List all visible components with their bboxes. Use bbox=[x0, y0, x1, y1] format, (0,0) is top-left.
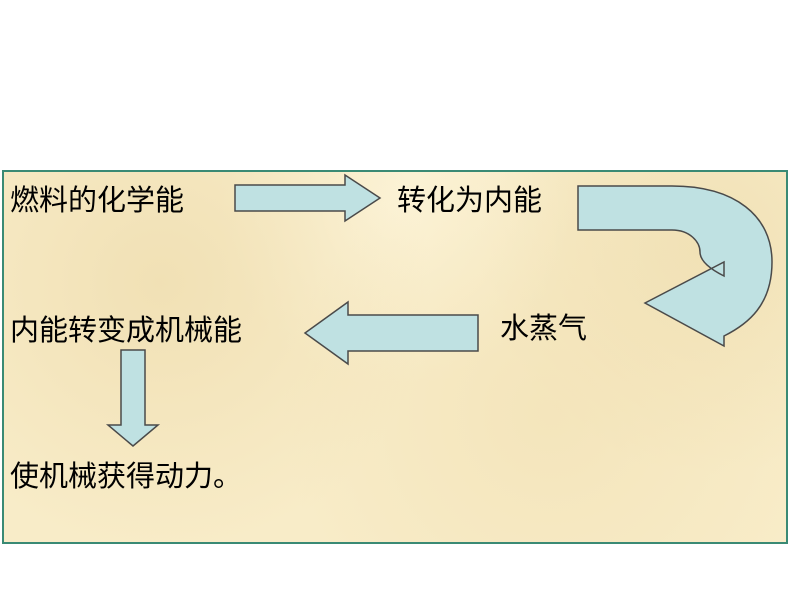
arrow-down bbox=[105, 349, 161, 447]
node-to-internal-energy: 转化为内能 bbox=[397, 183, 543, 217]
node-internal-to-mechanical: 内能转变成机械能 bbox=[10, 313, 243, 347]
diagram-panel bbox=[2, 170, 788, 544]
arrow-u-turn bbox=[577, 185, 773, 348]
arrow-left bbox=[303, 300, 479, 366]
node-machine-power: 使机械获得动力。 bbox=[10, 459, 243, 493]
node-fuel-chemical-energy: 燃料的化学能 bbox=[10, 183, 185, 217]
node-steam: 水蒸气 bbox=[500, 311, 588, 345]
arrow-right bbox=[234, 173, 382, 223]
